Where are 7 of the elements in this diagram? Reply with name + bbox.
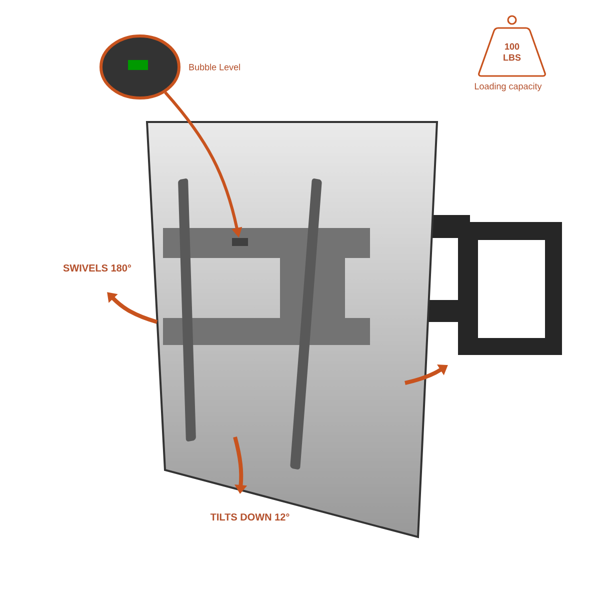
caption-text: Loading capacity xyxy=(474,82,542,92)
node-label: Bubble Level xyxy=(189,64,240,70)
feature-label: TILTS DOWN 12° xyxy=(210,513,290,521)
feature-label: SWIVELS 180° xyxy=(63,264,132,272)
bubble-level-inset: Bubble Level xyxy=(100,34,240,100)
bubble-level xyxy=(232,238,248,246)
weight-value: 100 LBS xyxy=(504,43,521,61)
